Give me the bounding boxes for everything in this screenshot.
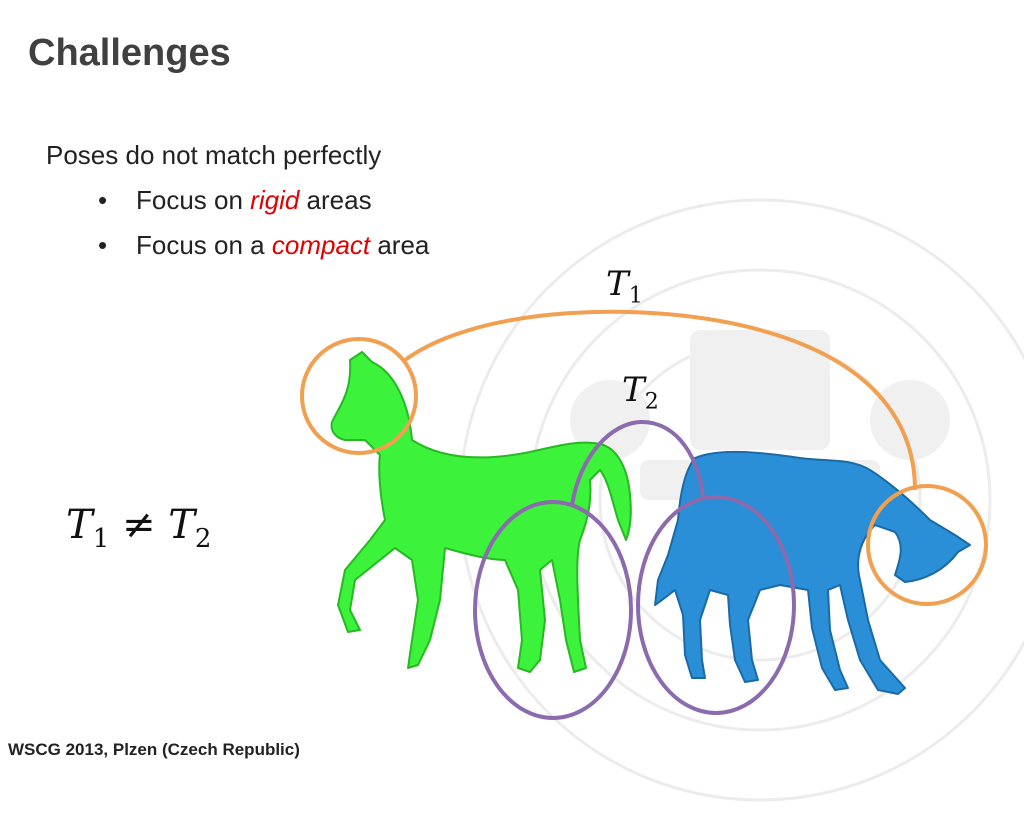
bullet-item-rigid: • Focus on rigid areas [98,185,429,216]
blue-horse [654,450,971,695]
bullet-prefix: Focus on [136,185,251,215]
t1-letter: T [606,264,629,304]
inequality-right: T [168,502,195,548]
purple-ellipse-blue-legs [636,495,796,715]
t1-label: T1 [606,264,643,309]
bullet-dot: • [98,230,108,260]
inequality-left: T [66,502,93,548]
bullet-suffix: area [370,230,430,260]
inequality-operator: ≠ [109,502,169,548]
t1-sub: 1 [628,282,643,309]
t2-arc [570,419,705,506]
bullet-list: Poses do not match perfectly • Focus on … [46,140,429,275]
bullet-emphasis: compact [271,230,371,260]
green-horse [330,351,632,673]
bullet-prefix: Focus on a [136,230,272,260]
slide-title: Challenges [28,32,231,74]
t1-arc [403,309,917,491]
bullet-suffix: areas [299,185,372,215]
orange-circle-green-head [300,337,418,455]
bullet-dot: • [98,185,108,215]
t2-label: T2 [622,370,659,415]
inequality-label: T1 ≠ T2 [66,502,211,554]
purple-ellipse-green-legs [473,500,633,720]
t2-letter: T [622,370,645,410]
inequality-left-sub: 1 [92,524,110,555]
footer-conference: WSCG 2013, Plzen (Czech Republic) [8,740,300,759]
t2-sub: 2 [644,388,659,415]
orange-circle-blue-head [866,484,988,606]
bullet-item-compact: • Focus on a compact area [98,230,430,261]
horse-diagram [300,309,988,720]
inequality-right-sub: 2 [194,524,212,555]
bullet-emphasis: rigid [250,185,300,215]
lead-text: Poses do not match perfectly [46,140,382,170]
